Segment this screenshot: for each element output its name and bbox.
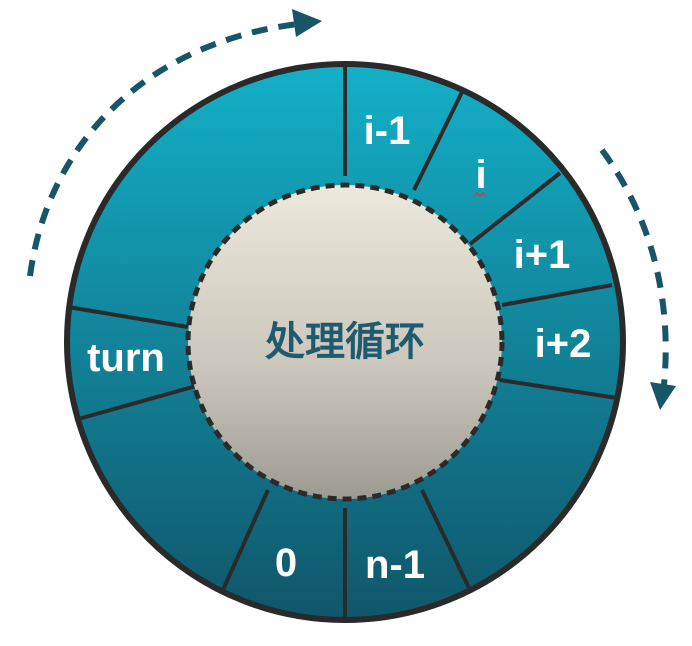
divider-i-plus-1-i-plus-2 — [501, 283, 613, 307]
divider-lower-right — [420, 489, 472, 591]
top-left-arrow-head — [292, 9, 322, 37]
divider-i-plus-2-lower — [499, 378, 618, 400]
center-circle — [185, 182, 505, 502]
segment-label-zero: 0 — [275, 541, 297, 585]
right-arrow-head — [650, 382, 676, 410]
segment-label-i-plus-2: i+2 — [535, 322, 592, 366]
segment-label-n-minus-1: n-1 — [365, 543, 425, 587]
spellcheck-squiggle — [473, 191, 487, 198]
divider-i-minus-1-i — [412, 91, 464, 191]
divider-i-i-plus-1 — [468, 171, 562, 246]
top-left-arrow — [27, 9, 322, 277]
divider-turn-lower — [74, 384, 197, 422]
segment-label-i-minus-1: i-1 — [364, 109, 411, 153]
divider-turn-upper — [67, 305, 189, 329]
right-arrow — [599, 148, 676, 410]
segment-label-turn: turn — [87, 336, 165, 380]
divider-zero-left — [220, 489, 270, 593]
right-arrow-path — [599, 148, 669, 386]
segment-label-i-plus-1: i+1 — [514, 233, 571, 277]
segment-label-i: i — [475, 153, 486, 197]
top-left-arrow-path — [27, 21, 299, 277]
center-label: 处理循环 — [265, 319, 425, 365]
segment-dividers — [67, 64, 618, 620]
